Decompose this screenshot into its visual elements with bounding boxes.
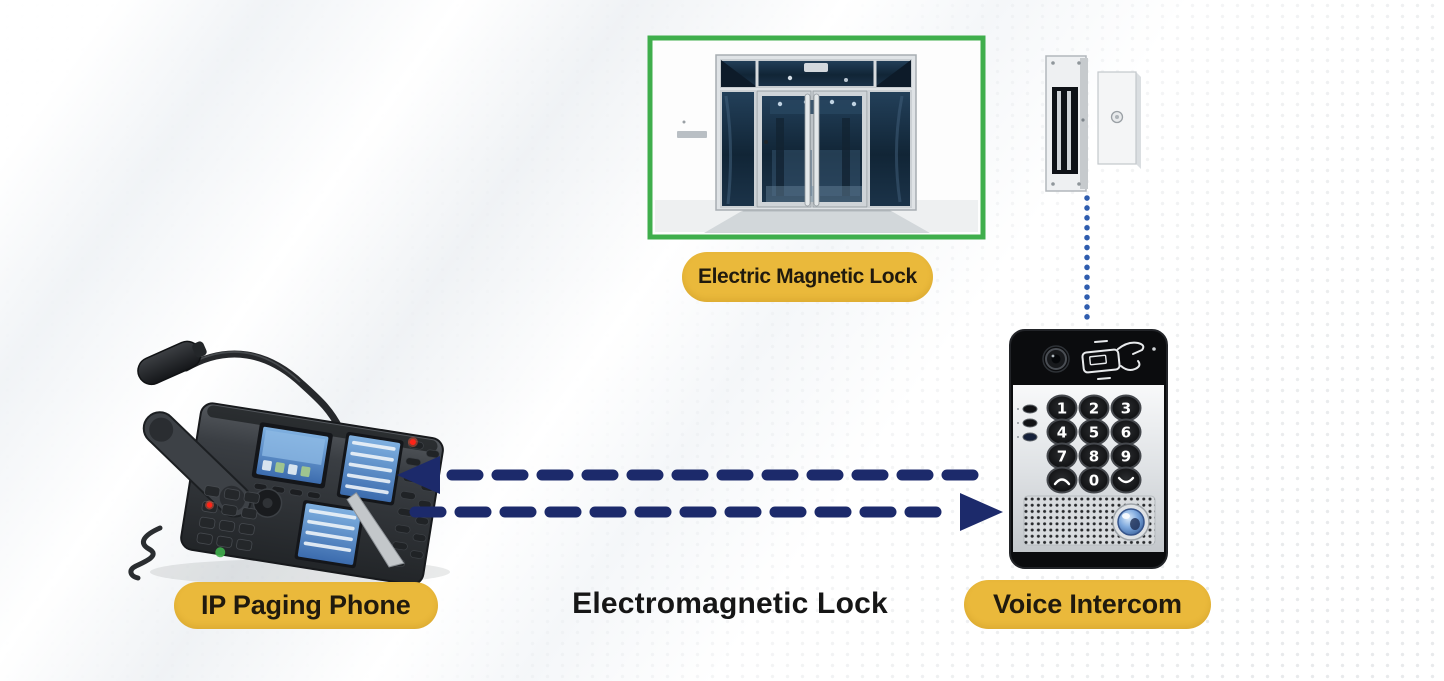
ip-paging-phone-device (128, 340, 450, 586)
intercom-keypad: 1 2 3 4 5 6 7 8 9 0 (1046, 394, 1142, 494)
maglock-armature-plate (1097, 71, 1141, 169)
phone-led-right (409, 439, 416, 446)
key-4: 4 (1046, 418, 1078, 446)
voice-intercom-badge-label: Voice Intercom (993, 589, 1182, 619)
call-button (1112, 503, 1150, 541)
voice-intercom-badge: Voice Intercom (964, 580, 1211, 629)
svg-text:9: 9 (1121, 448, 1131, 466)
voice-intercom-device: 1 2 3 4 5 6 7 8 9 0 (1009, 329, 1168, 569)
svg-text:3: 3 (1121, 400, 1131, 418)
key-2: 2 (1078, 394, 1110, 422)
svg-text:5: 5 (1089, 424, 1099, 442)
key-7: 7 (1046, 442, 1078, 470)
door-handle-left (804, 93, 811, 207)
key-6: 6 (1110, 418, 1142, 446)
key-0: 0 (1078, 466, 1110, 494)
maglock-device (1045, 55, 1141, 192)
unlock-arrow-right (409, 493, 1003, 531)
phone-main-screen (251, 422, 333, 489)
door-side-panel-left (720, 90, 756, 208)
gooseneck-microphone (137, 340, 207, 386)
door-side-panel-right (868, 90, 912, 208)
key-9: 9 (1110, 442, 1142, 470)
call-handset-icon (1053, 478, 1071, 486)
phone-led-left (206, 502, 213, 508)
door-photo (647, 35, 986, 240)
ip-paging-phone-badge: IP Paging Phone (174, 582, 438, 629)
phone-stand (346, 492, 405, 568)
key-hangup (1110, 466, 1142, 494)
svg-text:0: 0 (1089, 472, 1099, 490)
wall-sign (677, 131, 707, 138)
svg-text:2: 2 (1089, 400, 1099, 418)
svg-text:1: 1 (1057, 400, 1067, 418)
paging-arrow-left (397, 456, 991, 494)
svg-text:7: 7 (1057, 448, 1067, 466)
arrowhead-left-icon (397, 456, 440, 494)
hangup-handset-icon (1117, 476, 1135, 484)
key-8: 8 (1078, 442, 1110, 470)
handset-cord (128, 525, 163, 581)
door-walkway (704, 208, 930, 233)
key-3: 3 (1110, 394, 1142, 422)
door-lock-badge-label: Electric Magnetic Lock (698, 265, 917, 288)
arrowhead-right-icon (960, 493, 1003, 531)
phone-dss-screen-lower (294, 500, 365, 569)
phone-keypad (196, 485, 260, 552)
key-call (1046, 466, 1078, 494)
key-1: 1 (1046, 394, 1078, 422)
svg-text:4: 4 (1057, 424, 1067, 442)
ip-paging-phone-badge-label: IP Paging Phone (201, 590, 411, 620)
door-handle-right (813, 93, 820, 207)
phone-dss-screen-upper (336, 432, 404, 506)
maglock-magnet-face (1052, 87, 1078, 174)
svg-text:8: 8 (1089, 448, 1099, 466)
camera-lens-icon (1042, 345, 1070, 373)
intercom-led (1152, 347, 1156, 351)
intercom-indicator-lights (1017, 404, 1038, 442)
door-lock-badge: Electric Magnetic Lock (682, 252, 933, 302)
phone-softkeys (253, 482, 321, 500)
key-5: 5 (1078, 418, 1110, 446)
connection-label: Electromagnetic Lock (572, 587, 888, 620)
card-swipe-hand-icon (1081, 340, 1145, 380)
svg-text:6: 6 (1121, 424, 1131, 442)
